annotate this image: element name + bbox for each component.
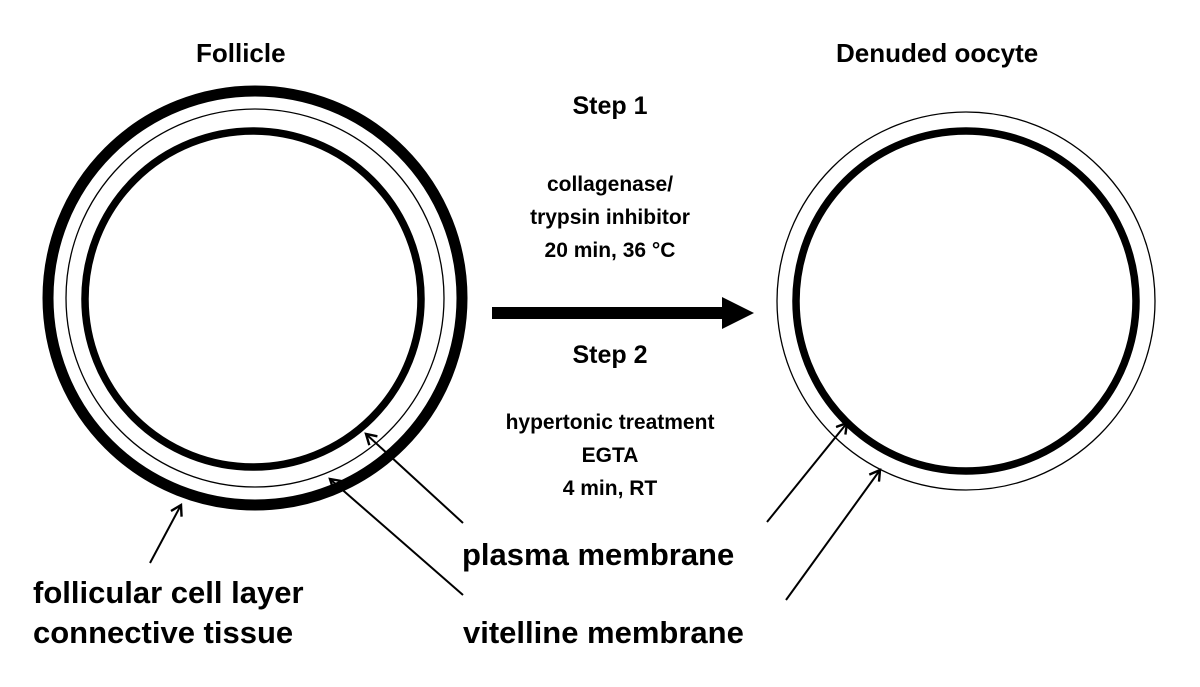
denuded-oocyte-title: Denuded oocyte	[836, 38, 1039, 68]
process-arrow	[492, 297, 754, 329]
step2-condition: EGTA	[581, 444, 639, 467]
oocyte-vitelline-membrane-ring	[776, 111, 1156, 491]
follicle-diagram	[42, 85, 468, 511]
follicle-vitelline-membrane-ring	[65, 108, 445, 488]
step1-conditions: collagenase/ trypsin inhibitor 20 min, 3…	[470, 168, 750, 267]
pointer-oocyte-plasma	[766, 423, 847, 523]
follicular-layer-line: follicular cell layer	[33, 575, 304, 610]
follicular-layer-label: follicular cell layer connective tissue	[33, 573, 304, 653]
pointer-oocyte-vitelline	[785, 470, 880, 601]
step1-label: Step 1	[572, 92, 648, 120]
step1-condition: 20 min, 36 °C	[544, 239, 676, 262]
follicle-plasma-membrane-ring	[81, 127, 425, 471]
pointer-follicle-vitelline	[330, 479, 464, 596]
denuded-oocyte-diagram	[776, 111, 1156, 491]
follicle-title: Follicle	[196, 38, 286, 68]
oocyte-plasma-membrane-ring	[792, 127, 1140, 475]
step2-condition: hypertonic treatment	[505, 411, 715, 434]
step2-condition: 4 min, RT	[562, 477, 658, 500]
plasma-membrane-label: plasma membrane	[462, 537, 735, 572]
vitelline-membrane-label: vitelline membrane	[463, 615, 744, 650]
step1-condition: trypsin inhibitor	[530, 206, 690, 229]
step2-label: Step 2	[572, 341, 648, 369]
follicular-cell-layer-ring	[42, 85, 468, 511]
pointer-follicular-layer	[149, 505, 181, 564]
follicular-layer-line: connective tissue	[33, 615, 294, 650]
step2-conditions: hypertonic treatment EGTA 4 min, RT	[460, 406, 760, 505]
pointer-follicle-plasma	[366, 434, 464, 524]
step1-condition: collagenase/	[546, 173, 674, 196]
